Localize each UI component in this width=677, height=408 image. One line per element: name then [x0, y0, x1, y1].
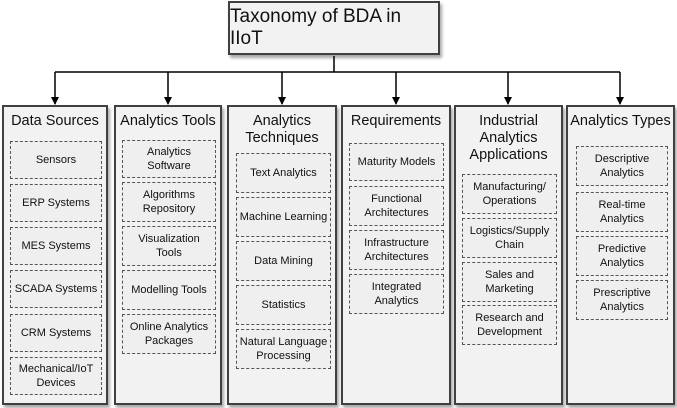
column-title: Analytics Techniques	[245, 113, 319, 146]
item-box: Sensors	[10, 141, 102, 179]
column-title: Requirements	[350, 113, 442, 129]
column-data-sources: Data Sources Sensors ERP Systems MES Sys…	[2, 105, 108, 405]
item-box: Online Analytics Packages	[122, 314, 216, 354]
item-box: ERP Systems	[10, 184, 102, 222]
column-title: Analytics Tools	[120, 113, 216, 129]
column-title: Industrial Analytics Applications	[469, 113, 548, 163]
item-box: CRM Systems	[10, 314, 102, 352]
item-box: Infrastructure Architectures	[349, 230, 444, 270]
item-box: Predictive Analytics	[576, 236, 668, 276]
item-box: Integrated Analytics	[349, 274, 444, 314]
item-box: Manufacturing/ Operations	[462, 174, 557, 214]
item-box: Mechanical/IoT Devices	[10, 357, 102, 395]
item-box: Logistics/Supply Chain	[462, 218, 557, 258]
item-box: Visualization Tools	[122, 226, 216, 266]
item-box: Analytics Software	[122, 140, 216, 178]
item-box: Research and Development	[462, 305, 557, 345]
item-box: Maturity Models	[349, 143, 444, 181]
item-box: Machine Learning	[236, 197, 331, 237]
column-title: Analytics Types	[570, 113, 671, 129]
item-box: SCADA Systems	[10, 270, 102, 308]
item-box: Natural Language Processing	[236, 329, 331, 369]
item-box: MES Systems	[10, 227, 102, 265]
item-box: Modelling Tools	[122, 270, 216, 310]
root-node: Taxonomy of BDA in IIoT	[228, 1, 440, 55]
column-title: Data Sources	[11, 113, 99, 129]
column-analytics-tools: Analytics Tools Analytics Software Algor…	[114, 105, 222, 405]
column-industrial-analytics-applications: Industrial Analytics Applications Manufa…	[454, 105, 563, 405]
item-box: Functional Architectures	[349, 186, 444, 226]
item-box: Data Mining	[236, 241, 331, 281]
column-analytics-techniques: Analytics Techniques Text Analytics Mach…	[227, 105, 337, 405]
item-box: Text Analytics	[236, 153, 331, 193]
root-title: Taxonomy of BDA in IIoT	[230, 6, 402, 49]
item-box: Prescriptive Analytics	[576, 280, 668, 320]
item-box: Descriptive Analytics	[576, 146, 668, 186]
item-box: Algorithms Repository	[122, 182, 216, 222]
column-requirements: Requirements Maturity Models Functional …	[341, 105, 451, 405]
item-box: Sales and Marketing	[462, 262, 557, 302]
column-analytics-types: Analytics Types Descriptive Analytics Re…	[566, 105, 675, 405]
item-box: Real-time Analytics	[576, 192, 668, 232]
item-box: Statistics	[236, 285, 331, 325]
